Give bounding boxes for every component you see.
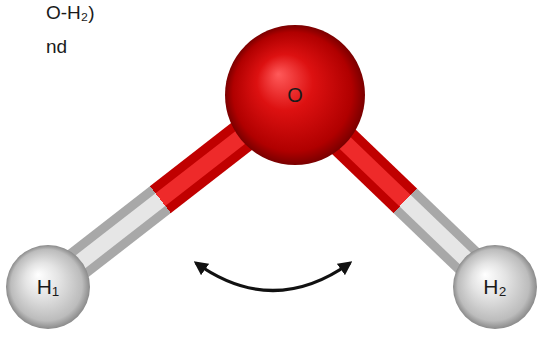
bond-highlight [341, 139, 469, 262]
hydrogen-atom: H₁ [6, 245, 90, 329]
heading-fragment: O-H₂) [46, 2, 95, 24]
hydrogen-atom: H₂ [453, 245, 537, 329]
bond-cylinder [341, 139, 469, 262]
heading-fragment: nd [46, 36, 67, 58]
sphere-shape [453, 245, 537, 329]
bond [76, 134, 244, 265]
atom-label: H₁ [37, 275, 59, 299]
bond-highlight [76, 134, 244, 265]
sphere-shape [225, 25, 365, 165]
oxygen-atom: O [225, 25, 365, 165]
atom-label: H₂ [483, 275, 506, 299]
angle-arrow [196, 263, 350, 291]
bond [341, 139, 469, 262]
bond-cylinder [76, 134, 244, 265]
sphere-shape [6, 245, 90, 329]
atom-label: O [287, 84, 303, 107]
